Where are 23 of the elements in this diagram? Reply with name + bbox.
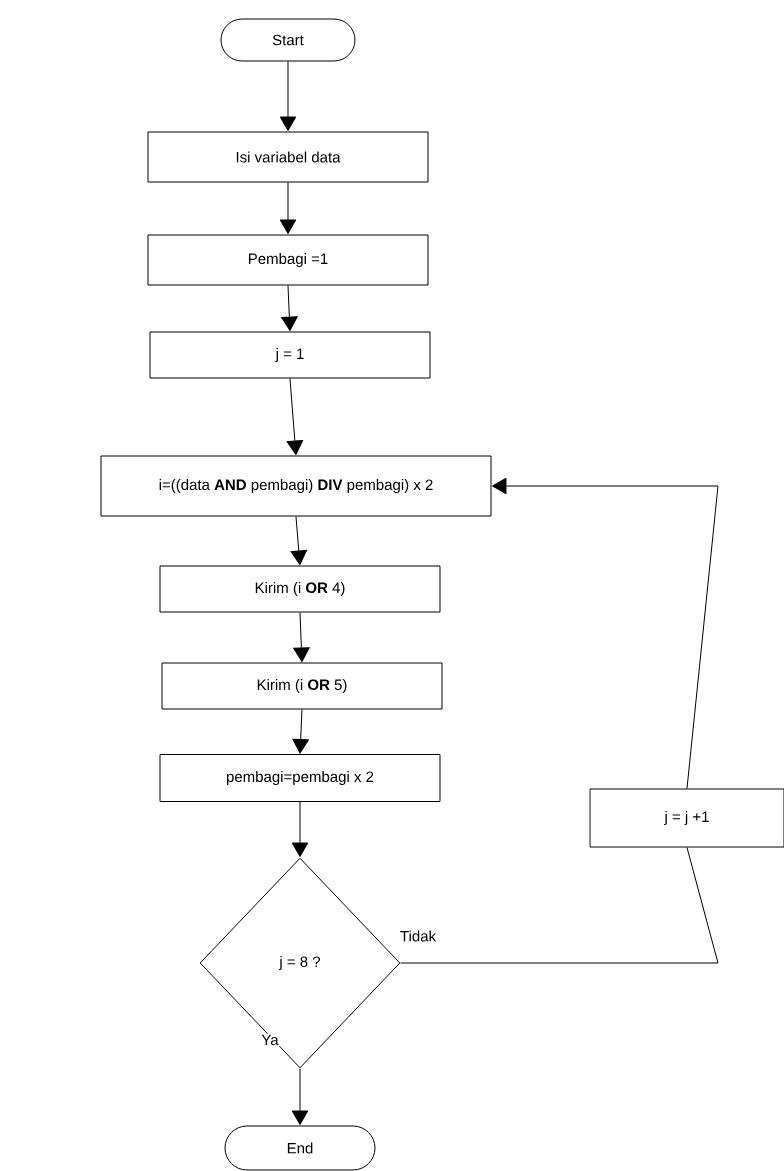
connector-line: [400, 847, 719, 964]
terminal-box: End: [224, 1125, 376, 1171]
process-box: Kirim (i OR 4): [159, 565, 441, 613]
arrow: [279, 182, 297, 234]
edge-label: Ya: [260, 1033, 280, 1047]
process-box: Pembagi =1: [147, 234, 429, 286]
arrow: [281, 285, 298, 331]
process-box: Isi variabel data: [147, 131, 429, 183]
arrow: [293, 612, 310, 662]
arrow: [291, 801, 309, 857]
arrow: [286, 378, 304, 455]
arrow: [279, 61, 297, 131]
arrow: [292, 709, 309, 754]
terminal-box: Start: [220, 18, 356, 62]
process-box: pembagi=pembagi x 2: [159, 754, 441, 802]
edge-label: Tidak: [398, 929, 438, 943]
process-box: j = j +1: [589, 788, 784, 848]
process-box: i=((data AND pembagi) DIV pembagi) x 2: [100, 455, 492, 517]
process-box: Kirim (i OR 5): [161, 662, 443, 710]
arrow: [291, 1068, 309, 1125]
arrow: [492, 477, 719, 789]
process-box: j = 1: [149, 331, 431, 379]
arrow: [290, 516, 308, 565]
